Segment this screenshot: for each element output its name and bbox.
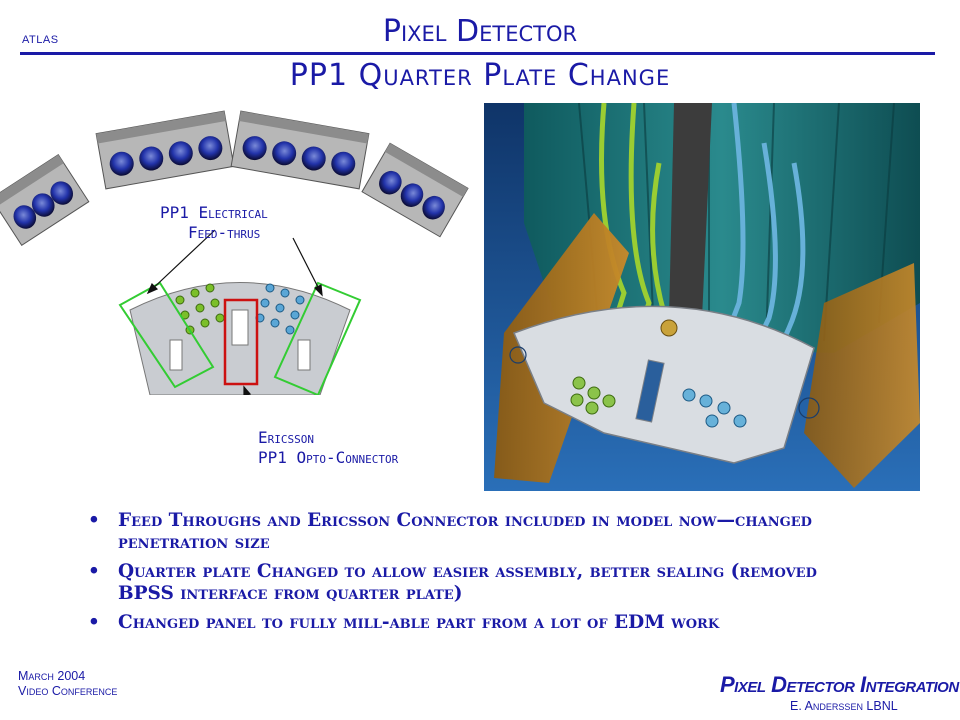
bullet-item-2: • Quarter plate Changed to allow easier … <box>88 561 858 605</box>
connector-panel-4 <box>361 142 469 238</box>
bullet-text: Changed panel to fully mill-able part fr… <box>118 612 720 633</box>
connector-panel-2 <box>95 110 235 190</box>
opto-connector-box <box>223 298 259 386</box>
footer-meta: March 2004 Video Conference <box>18 669 117 699</box>
bullet-dot: • <box>88 612 100 633</box>
feedthru-label-line2: Feed-thrus <box>188 223 261 242</box>
page-title: Pixel Detector <box>382 14 578 49</box>
bullet-dot: • <box>88 510 100 531</box>
bullet-text: Feed Throughs and Ericsson Connector inc… <box>118 510 812 553</box>
feedthru-box-right <box>273 281 362 395</box>
footer-event: Video Conference <box>18 684 118 698</box>
quarter-plate <box>129 282 351 395</box>
footer-date: March 2004 <box>18 669 86 683</box>
connector-label-line2: PP1 Opto-Connector <box>258 448 399 467</box>
footer-author: E. Anderssen LBNL <box>790 699 898 713</box>
connector-label-line1: Ericsson <box>258 428 314 447</box>
connector-panel-1 <box>0 154 90 246</box>
bullet-dot: • <box>88 561 100 582</box>
bullet-item-3: • Changed panel to fully mill-able part … <box>88 612 858 634</box>
feedthru-box-left <box>118 281 215 389</box>
page-subtitle: PP1 Quarter Plate Change <box>289 58 671 93</box>
connector-panel-3 <box>230 110 370 190</box>
quarter-plate-diagram <box>0 110 469 395</box>
atlas-logo: atlas <box>22 30 59 47</box>
feedthru-label-line1: PP1 Electrical <box>160 203 268 222</box>
header-rule <box>20 52 935 55</box>
quarter-plate-3d-render <box>484 103 920 491</box>
bullet-list: • Feed Throughs and Ericsson Connector i… <box>88 510 858 641</box>
footer-brand: Pixel Detector Integration <box>720 672 959 697</box>
bullet-item-1: • Feed Throughs and Ericsson Connector i… <box>88 510 858 554</box>
bullet-text: Quarter plate Changed to allow easier as… <box>118 561 817 604</box>
